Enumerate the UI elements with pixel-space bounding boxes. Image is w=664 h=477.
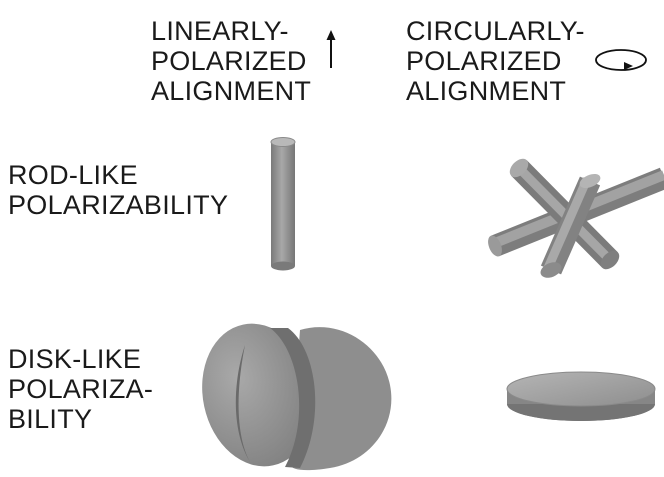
intersecting-disks-shape [189,313,391,477]
crossed-rods-shape [485,155,664,280]
flat-disk-shape [507,372,655,421]
vertical-rod-shape [271,138,295,271]
circular-arrow-icon [596,50,646,70]
up-arrow-icon [327,30,336,68]
